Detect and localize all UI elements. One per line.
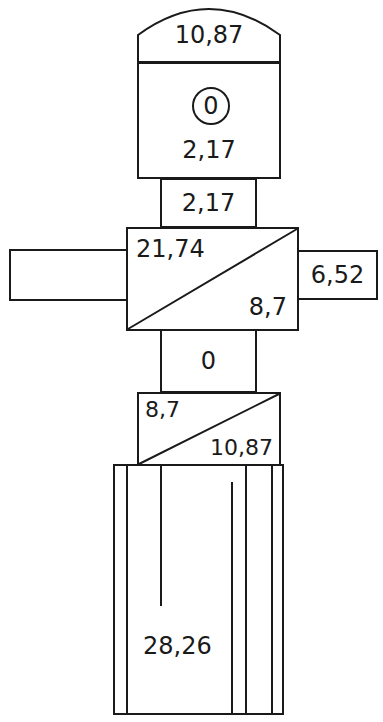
- divider-line: [231, 482, 233, 713]
- head-dome: 10,87: [137, 5, 281, 63]
- value-label: 8,7: [249, 295, 287, 319]
- value-label: 6,52: [311, 263, 364, 287]
- divider-line: [126, 466, 128, 713]
- dome-outline: [138, 9, 280, 62]
- head-box: 2,17 0: [137, 62, 281, 179]
- waist-box: 0: [160, 329, 257, 393]
- divider-line: [271, 466, 273, 713]
- divider-line: [128, 229, 297, 329]
- divider-line: [139, 394, 279, 464]
- neck-box: 2,17: [160, 178, 257, 228]
- divider-line: [160, 466, 162, 606]
- value-label: 2,17: [182, 138, 235, 162]
- value-label: 10,87: [210, 437, 273, 459]
- arm-box: [10, 250, 127, 300]
- divider-line: [245, 466, 247, 713]
- value-label: 8,7: [145, 399, 180, 421]
- legs-box: 28,26: [113, 464, 284, 715]
- arm-box: 6,52: [297, 250, 378, 300]
- value-label: 2,17: [182, 191, 235, 215]
- value-label: 0: [201, 349, 216, 373]
- value-label: 21,74: [136, 237, 205, 261]
- eye-circle: 0: [192, 87, 230, 125]
- hip-box: 8,7 10,87: [137, 392, 281, 466]
- outline: [115, 466, 282, 713]
- value-label: 0: [203, 94, 218, 118]
- value-label: 28,26: [143, 634, 212, 658]
- body-box: 21,74 8,7: [126, 227, 299, 331]
- value-label: 10,87: [175, 23, 244, 47]
